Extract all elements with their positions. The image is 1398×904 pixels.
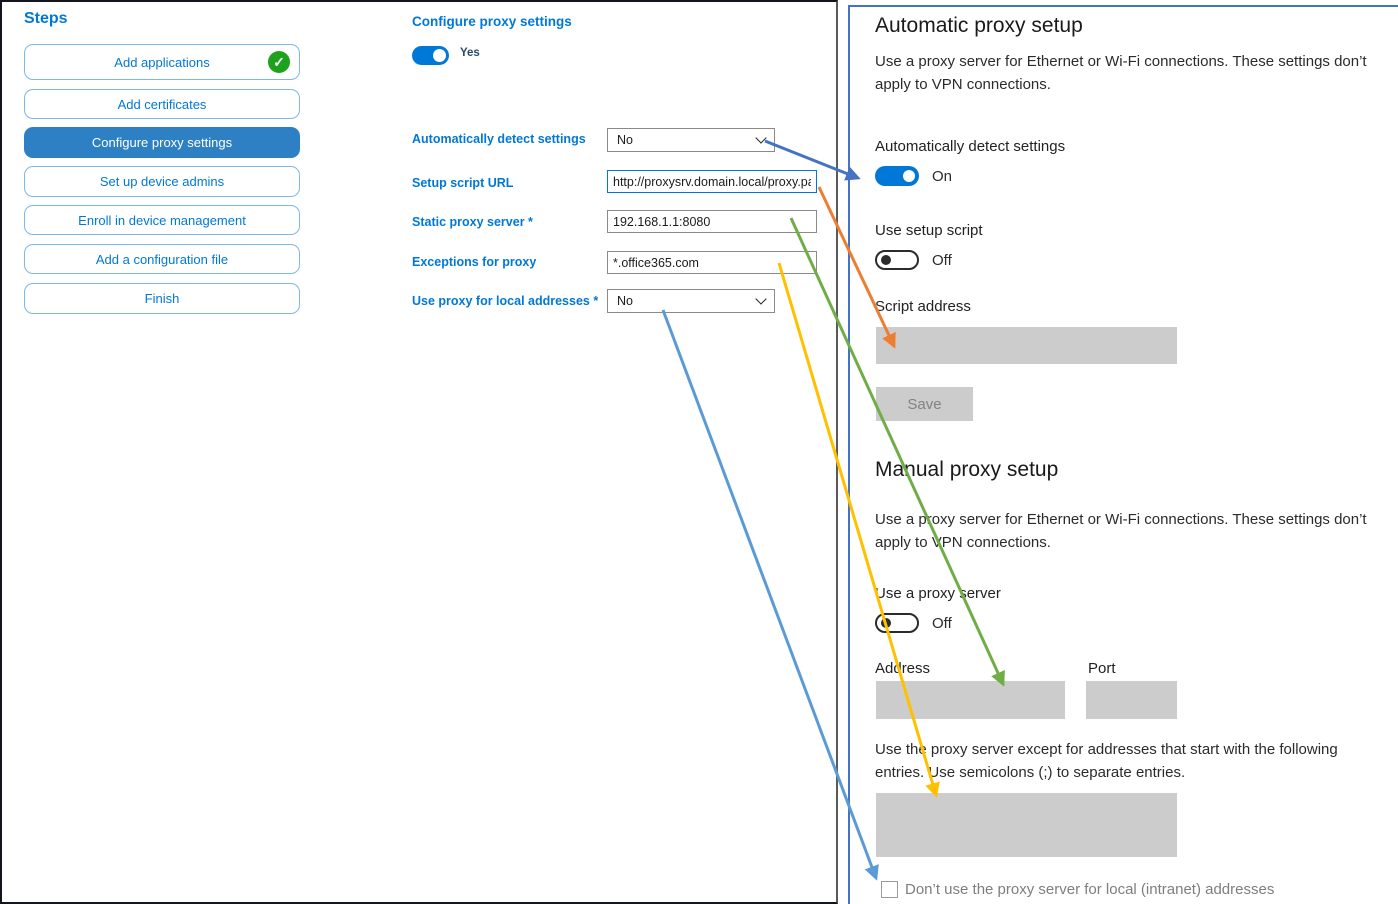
automatically-detect-settings-dropdown[interactable]: No xyxy=(607,128,775,152)
script-address-label: Script address xyxy=(875,298,971,315)
proxy-address-input[interactable] xyxy=(876,681,1065,719)
step-label: Enroll in device management xyxy=(78,212,246,228)
dropdown-selected-value: No xyxy=(617,133,633,147)
step-finish[interactable]: Finish xyxy=(24,283,300,314)
use-proxy-local-label: Use proxy for local addresses * xyxy=(412,294,599,308)
use-a-proxy-server-toggle[interactable] xyxy=(875,613,919,633)
detect-settings-label-right: Automatically detect settings xyxy=(875,138,1066,155)
save-button[interactable]: Save xyxy=(876,387,973,421)
detect-toggle-state: On xyxy=(932,168,953,185)
step-add-certificates[interactable]: Add certificates xyxy=(24,89,300,119)
step-label: Add certificates xyxy=(117,96,207,112)
completed-check-icon: ✓ xyxy=(268,51,290,73)
use-proxy-toggle-state: Off xyxy=(932,615,952,632)
proxy-exceptions-textarea[interactable] xyxy=(876,793,1177,857)
configure-proxy-settings-title: Configure proxy settings xyxy=(412,14,572,29)
dropdown-selected-value: No xyxy=(617,294,633,308)
configure-proxy-toggle[interactable] xyxy=(412,46,449,65)
automatic-proxy-description: Use a proxy server for Ethernet or Wi-Fi… xyxy=(875,53,1367,93)
automatic-proxy-setup-heading: Automatic proxy setup xyxy=(875,14,1083,37)
exceptions-for-proxy-input[interactable] xyxy=(607,251,817,274)
step-label: Add applications xyxy=(114,54,210,70)
step-set-up-device-admins[interactable]: Set up device admins xyxy=(24,166,300,197)
exceptions-for-proxy-label: Exceptions for proxy xyxy=(412,255,537,269)
setup-script-url-input[interactable] xyxy=(607,170,817,193)
step-label: Set up device admins xyxy=(99,174,225,189)
step-label: Finish xyxy=(144,291,180,306)
wcd-window: Steps Add applications ✓ Add certificate… xyxy=(0,0,838,904)
use-a-proxy-server-label: Use a proxy server xyxy=(875,585,1001,602)
script-address-input[interactable] xyxy=(876,327,1177,364)
step-enroll-in-device-management[interactable]: Enroll in device management xyxy=(24,205,300,235)
use-setup-script-toggle[interactable] xyxy=(875,250,919,270)
steps-panel-title: Steps xyxy=(24,10,68,27)
use-proxy-local-addresses-dropdown[interactable]: No xyxy=(607,289,775,313)
setup-script-url-label: Setup script URL xyxy=(412,176,514,190)
automatically-detect-settings-toggle[interactable] xyxy=(875,166,919,186)
static-proxy-server-input[interactable] xyxy=(607,210,817,233)
step-add-a-configuration-file[interactable]: Add a configuration file xyxy=(24,244,300,274)
step-add-applications[interactable]: Add applications ✓ xyxy=(24,44,300,80)
use-script-toggle-state: Off xyxy=(932,252,952,269)
address-label: Address xyxy=(875,660,931,677)
intranet-checkbox-label: Don’t use the proxy server for local (in… xyxy=(905,881,1275,898)
step-label: Add a configuration file xyxy=(95,251,229,267)
chevron-down-icon xyxy=(755,132,767,144)
manual-proxy-description: Use a proxy server for Ethernet or Wi-Fi… xyxy=(875,511,1367,551)
intranet-addresses-checkbox[interactable] xyxy=(881,881,898,898)
step-label: Configure proxy settings xyxy=(91,135,233,150)
proxy-exceptions-hint: Use the proxy server except for addresse… xyxy=(875,741,1338,781)
chevron-down-icon xyxy=(755,293,767,305)
use-setup-script-label: Use setup script xyxy=(875,222,983,239)
detect-settings-label: Automatically detect settings xyxy=(412,132,586,146)
step-configure-proxy-settings[interactable]: Configure proxy settings xyxy=(24,127,300,158)
static-proxy-server-label: Static proxy server * xyxy=(412,215,533,229)
proxy-port-input[interactable] xyxy=(1086,681,1177,719)
configure-proxy-toggle-state: Yes xyxy=(460,47,480,59)
port-label: Port xyxy=(1088,660,1116,677)
manual-proxy-setup-heading: Manual proxy setup xyxy=(875,458,1059,481)
